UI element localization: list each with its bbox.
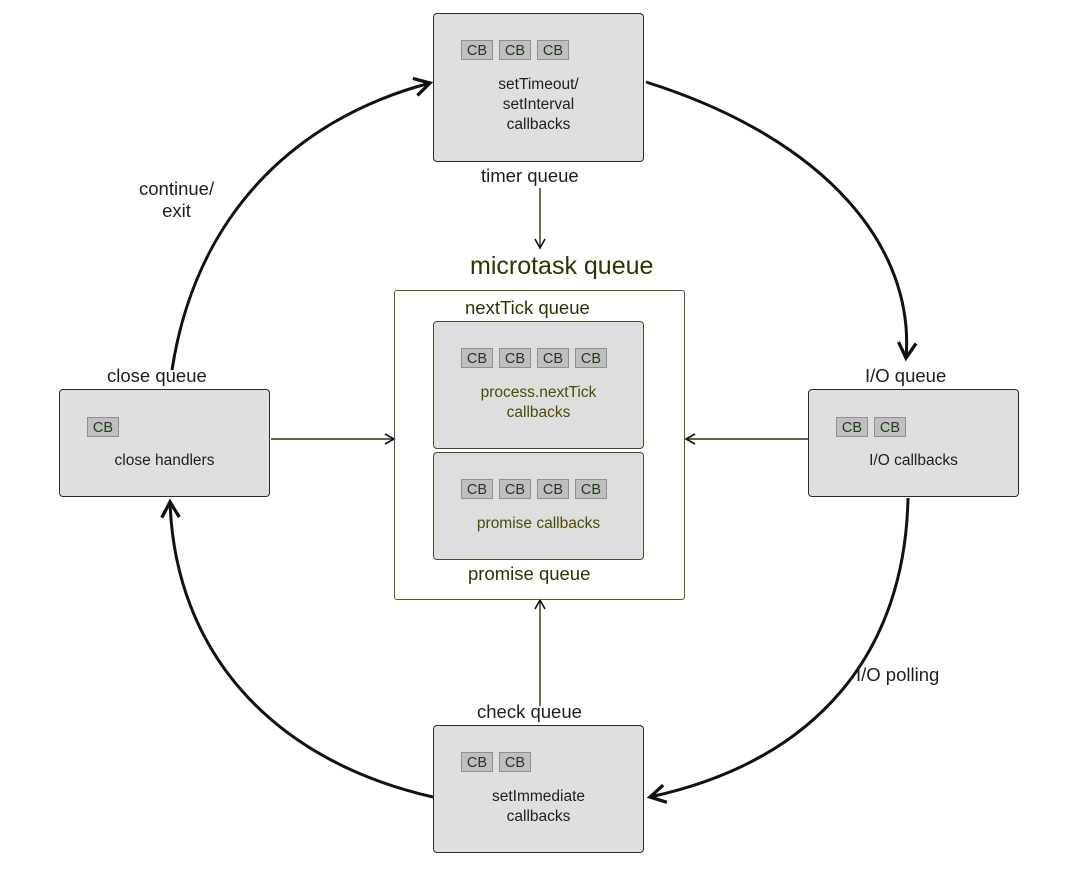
cb-badge: CB [499,40,531,60]
timer-box-text: setTimeout/ setInterval callbacks [498,76,579,133]
cb-badge: CB [575,479,607,499]
next-tick-box: CB CB CB CB process.nextTick callbacks [433,321,644,449]
next-tick-box-text: process.nextTick callbacks [480,384,597,421]
promise-box-text: promise callbacks [476,515,601,532]
timer-queue-label: timer queue [481,165,579,186]
io-cb-row: CB CB [836,417,906,437]
cb-badge: CB [537,40,569,60]
arc-close-to-timer [170,76,434,371]
cb-badge: CB [461,348,493,368]
cb-badge: CB [575,348,607,368]
cb-badge: CB [461,40,493,60]
check-box-text: setImmediate callbacks [491,788,586,825]
check-queue-box: CB CB setImmediate callbacks [433,725,644,853]
microtask-queue-frame [394,290,685,600]
timer-cb-row: CB CB CB [461,40,569,60]
promise-box: CB CB CB CB promise callbacks [433,452,644,560]
close-cb-row: CB [87,417,119,437]
arc-timer-to-io [645,80,918,362]
next-tick-cb-row: CB CB CB CB [461,348,607,368]
arc-io-to-check [646,497,910,804]
cb-badge: CB [836,417,868,437]
io-box-text: I/O callbacks [869,452,958,469]
cb-badge: CB [537,348,569,368]
close-box-text: close handlers [114,452,215,469]
close-queue-box: CB close handlers [59,389,270,497]
cb-badge: CB [874,417,906,437]
check-queue-label: check queue [477,701,582,722]
cb-badge: CB [461,752,493,772]
io-queue-box: CB CB I/O callbacks [808,389,1019,497]
io-queue-label: I/O queue [865,365,947,386]
close-queue-label: close queue [107,365,207,386]
cb-badge: CB [499,479,531,499]
check-cb-row: CB CB [461,752,531,772]
microtask-queue-title: microtask queue [470,252,654,280]
promise-cb-row: CB CB CB CB [461,479,607,499]
timer-queue-box: CB CB CB setTimeout/ setInterval callbac… [433,13,644,162]
io-polling-label: I/O polling [856,664,940,685]
arc-check-to-close [160,498,434,799]
cb-badge: CB [87,417,119,437]
next-tick-queue-label: nextTick queue [465,297,590,318]
cb-badge: CB [499,348,531,368]
cb-badge: CB [537,479,569,499]
continue-exit-label: continue/ exit [139,178,215,221]
promise-queue-label: promise queue [468,563,591,584]
cb-badge: CB [461,479,493,499]
cb-badge: CB [499,752,531,772]
